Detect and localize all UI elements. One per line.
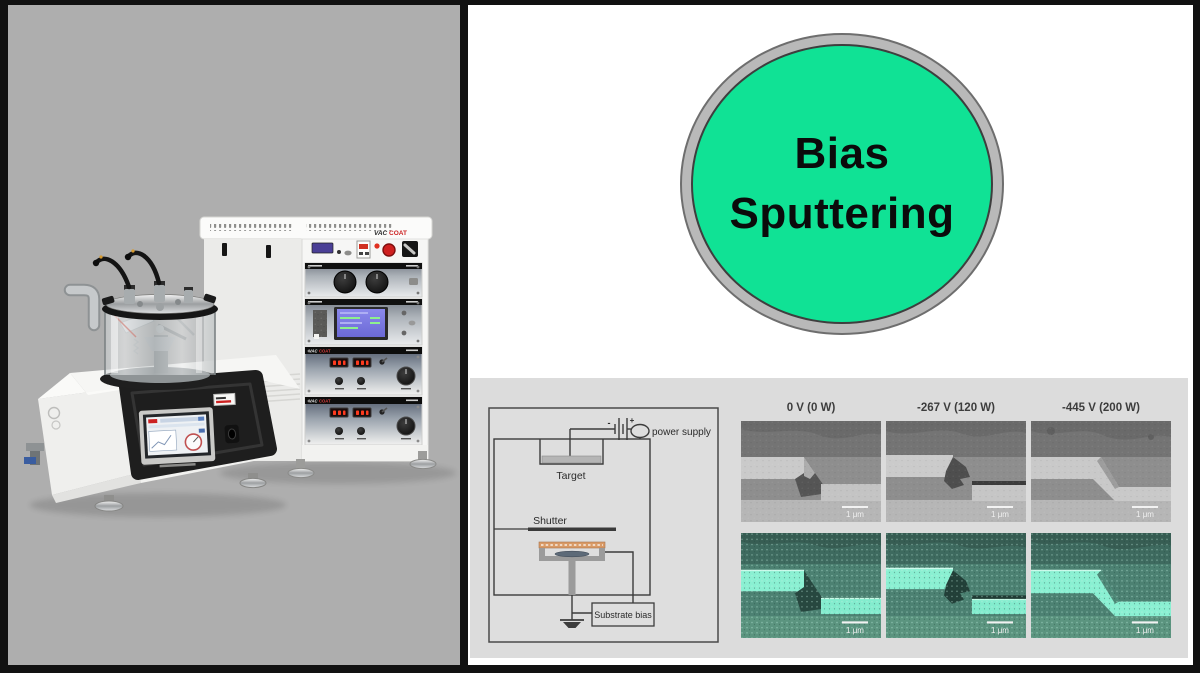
- sem-image-267v: 1 μm: [886, 421, 1026, 522]
- large-knob: [396, 416, 416, 436]
- rack-brand-vac: VAC: [374, 230, 388, 237]
- shutter-blade: [528, 527, 616, 531]
- badge-title-line1: Bias: [794, 129, 890, 178]
- title-badge: Bias Sputtering: [680, 33, 1004, 335]
- rack-brand-coat: COAT: [389, 230, 407, 237]
- rack-control-strip: [311, 240, 418, 259]
- module-brand-coat: COAT: [319, 349, 331, 354]
- battery-plus-sign: +: [630, 416, 635, 425]
- electrode-fitting: [184, 290, 193, 303]
- rack-module-lcd: [304, 298, 423, 346]
- side-slot: [266, 245, 271, 258]
- knob-right: [365, 270, 389, 294]
- glass-cylinder: [105, 311, 215, 375]
- large-knob: [396, 366, 416, 386]
- clamp-knob: [203, 293, 217, 304]
- benchtop-coater: [24, 249, 300, 512]
- scale-bar-label: 1 μm: [1136, 626, 1154, 635]
- coater-skirt: [52, 473, 141, 503]
- battery-minus-sign: -: [608, 418, 611, 428]
- substrate-bias-box: [591, 602, 655, 627]
- coater-shadow: [30, 493, 286, 517]
- coater-feet: [94, 473, 267, 512]
- bias-wire: [605, 551, 634, 603]
- sem-image-0v: 1 μm: [741, 421, 881, 522]
- substrate-holder: [539, 548, 605, 595]
- rack-shadow: [220, 462, 456, 484]
- oval-button: [344, 250, 352, 256]
- rack-module-knobs: [304, 262, 423, 298]
- ground-symbol: [563, 622, 581, 628]
- substrate-heater-bar: [538, 541, 606, 549]
- content-panel: Bias Sputtering: [468, 5, 1193, 665]
- rack-bottom-strip: [302, 445, 428, 461]
- module-brand-vac: VAC: [309, 349, 319, 354]
- small-button: [314, 334, 319, 339]
- side-logo-mark: [47, 406, 61, 420]
- clamp-knob: [101, 295, 115, 306]
- power-supply-symbol: [630, 423, 650, 439]
- controller-display: [359, 244, 368, 249]
- sem-column-label-0v: 0 V (0 W): [786, 402, 836, 414]
- coater-side-face: [38, 387, 138, 495]
- scale-bar-label: 1 μm: [991, 626, 1009, 635]
- target-holder: [539, 439, 604, 465]
- electrode-fitting: [124, 289, 135, 304]
- vacuum-chamber: [63, 249, 220, 390]
- rack-module-power-supply-2: VAC COAT: [304, 396, 423, 446]
- small-knob: [357, 427, 365, 435]
- module-brand-vac: VAC: [309, 399, 319, 404]
- console-label: [213, 392, 236, 406]
- rack-cabinet: VAC COAT: [199, 216, 437, 479]
- scale-bar-label: 1 μm: [991, 510, 1009, 519]
- indicator-dot: [337, 250, 341, 254]
- eds-map-267v: 1 μm: [886, 533, 1026, 638]
- sem-column-label-445v: -445 V (200 W): [1062, 402, 1140, 414]
- target-slab: [541, 455, 602, 464]
- scale-bar-label: 1 μm: [846, 626, 864, 635]
- small-knob: [357, 377, 365, 385]
- bias-sputtering-schematic: - + power supply Target Shutter Substrat…: [488, 407, 719, 643]
- scale-bar-label: 1 μm: [1136, 510, 1154, 519]
- rack-feet: [287, 451, 437, 479]
- sem-column-label-267v: -267 V (120 W): [917, 402, 995, 414]
- vacuum-gauge-display: [311, 242, 334, 254]
- substrate-bias-label: Substrate bias: [594, 610, 652, 620]
- sem-image-445v: 1 μm: [1031, 421, 1171, 522]
- power-supply-label: power supply: [652, 427, 711, 438]
- touchscreen: [138, 407, 216, 468]
- module-brand-coat: COAT: [319, 399, 331, 404]
- rack-vent-grille: [306, 224, 392, 231]
- electrode-fitting: [154, 285, 165, 302]
- hv-cable: [125, 250, 162, 286]
- equipment-photo-panel: VAC COAT: [8, 5, 460, 665]
- substrate-wafer: [554, 550, 590, 558]
- target-label: Target: [556, 470, 585, 482]
- badge-face: Bias Sputtering: [691, 44, 993, 324]
- sputter-coater-photo: VAC COAT: [24, 216, 456, 517]
- red-led: [374, 243, 380, 249]
- badge-ring: Bias Sputtering: [680, 33, 1004, 335]
- small-knob: [335, 427, 343, 435]
- badge-title-line2: Sputtering: [729, 189, 955, 238]
- figure-panel: - + power supply Target Shutter Substrat…: [470, 378, 1188, 658]
- knob-left: [333, 270, 357, 294]
- hv-cable: [93, 256, 132, 290]
- scale-bar-label: 1 μm: [846, 510, 864, 519]
- side-slot: [222, 243, 227, 256]
- small-knob: [335, 377, 343, 385]
- emergency-stop-button: [382, 243, 396, 257]
- gas-valve: [24, 443, 44, 465]
- temperature-controller: [356, 240, 371, 259]
- eds-map-445v: 1 μm: [1031, 533, 1171, 638]
- indicator: [409, 278, 418, 285]
- shutter-label: Shutter: [533, 515, 567, 527]
- eds-map-0v: 1 μm: [741, 533, 881, 638]
- rack-module-power-supply-1: VAC COAT: [304, 346, 423, 396]
- rack-vent-grille: [210, 224, 294, 231]
